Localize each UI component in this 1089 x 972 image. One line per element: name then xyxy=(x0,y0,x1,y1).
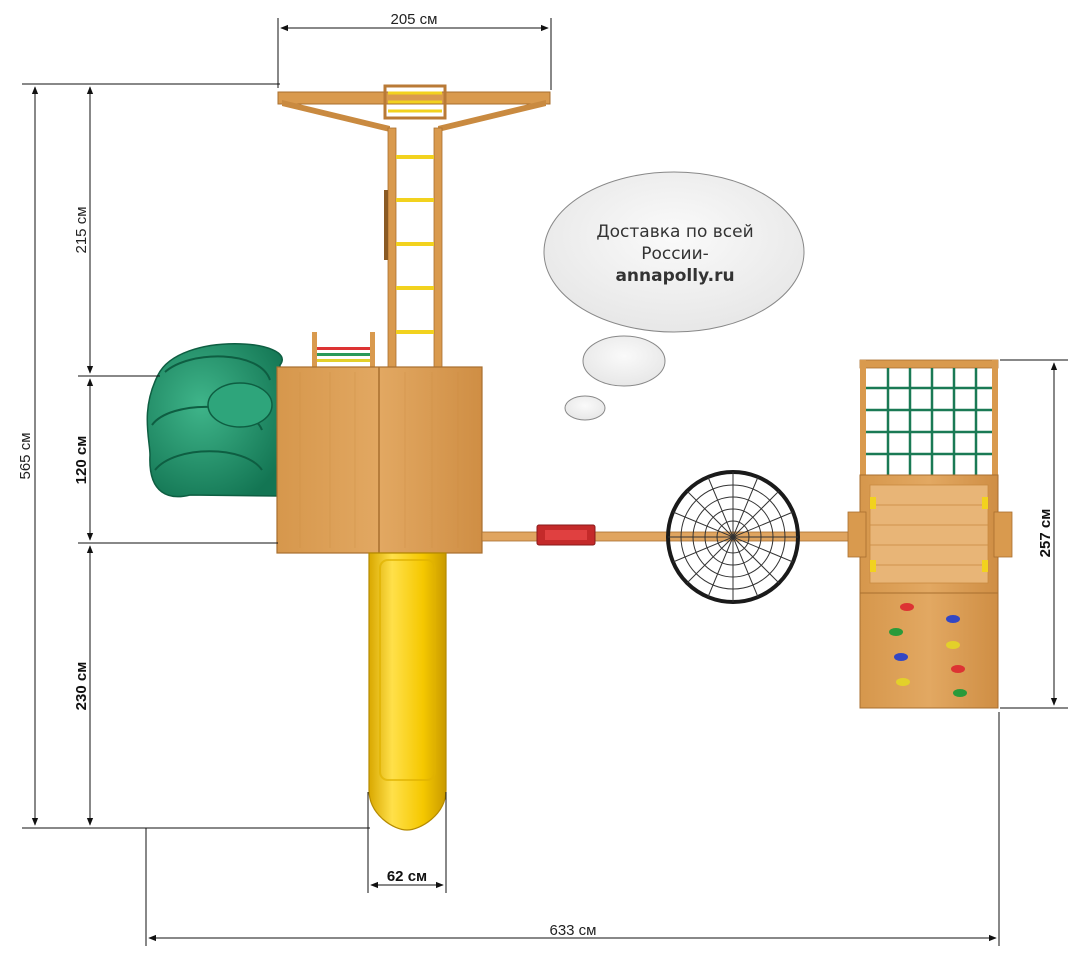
bubble-website-link[interactable]: annapolly.ru xyxy=(615,266,734,286)
dimension-lines xyxy=(22,18,1068,946)
dim-climbing-module-label: 257 см xyxy=(1037,509,1054,558)
dim-slide-width-label: 62 см xyxy=(387,868,427,885)
cross-beam xyxy=(481,524,863,546)
swing-beam xyxy=(277,84,551,132)
tower-handrail-ladder xyxy=(312,332,375,370)
nest-swing xyxy=(666,470,800,604)
tube-slide xyxy=(146,343,283,498)
yellow-slide xyxy=(368,552,447,831)
dim-slide-length-label: 230 см xyxy=(73,662,90,711)
climbing-module xyxy=(847,359,1013,709)
tower-platform xyxy=(276,366,483,554)
dim-top-width-label: 205 см xyxy=(390,11,437,28)
speech-bubble: Доставка по всей России- annapolly.ru xyxy=(543,171,805,421)
bubble-line-1: Доставка по всей xyxy=(596,222,753,242)
dim-total-width-label: 633 см xyxy=(549,922,596,939)
tower-ladder xyxy=(384,127,443,369)
bubble-line-2: России- xyxy=(641,244,709,264)
dim-platform-depth-label: 120 см xyxy=(73,436,90,485)
dim-total-depth-label: 565 см xyxy=(17,432,34,479)
dim-tower-to-beam-label: 215 см xyxy=(73,206,90,253)
